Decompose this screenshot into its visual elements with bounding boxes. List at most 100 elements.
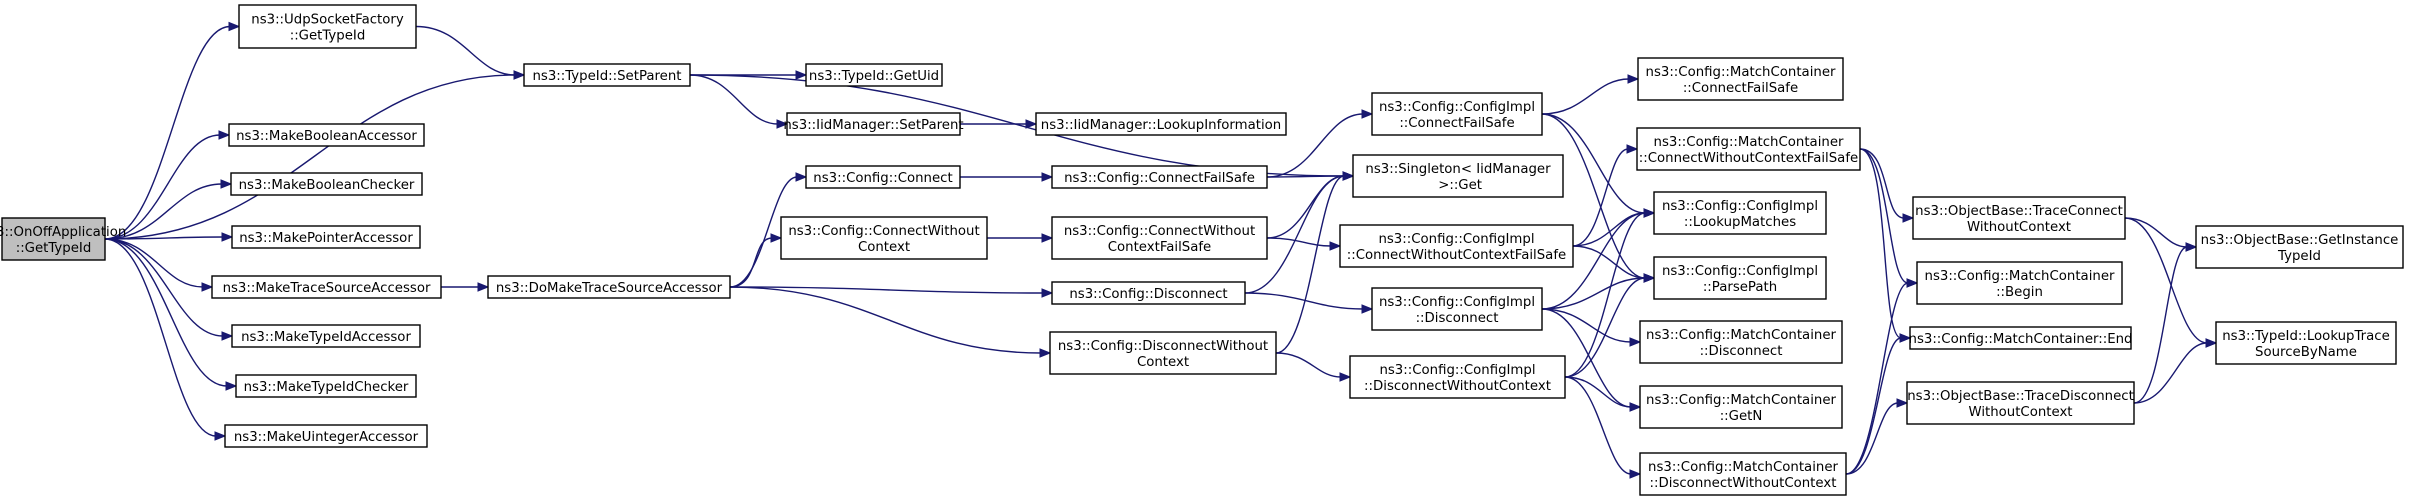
node-mcdiscwo[interactable]: ns3::Config::MatchContainer::DisconnectW… <box>1639 452 1847 496</box>
arrowhead-icon <box>795 70 808 80</box>
node-implconnfs[interactable]: ns3::Config::ConfigImpl::ConnectFailSafe <box>1371 92 1543 136</box>
edge-line <box>2124 217 2188 248</box>
edge-line <box>1266 113 1364 178</box>
node-obtraceconn[interactable]: ns3::ObjectBase::TraceConnectWithoutCont… <box>1912 196 2126 240</box>
node-root[interactable]: ns3::OnOffApplication::GetTypeId <box>0 217 126 261</box>
node-getuid[interactable]: ns3::TypeId::GetUid <box>805 63 943 87</box>
node-box <box>805 165 961 189</box>
node-mcconnfs[interactable]: ns3::Config::MatchContainer::ConnectFail… <box>1637 57 1844 101</box>
arrowhead-icon <box>1039 348 1052 358</box>
node-label: TypeId <box>2277 249 2321 264</box>
edge-line <box>2124 217 2208 344</box>
node-label: ns3::Config::ConfigImpl <box>1379 100 1535 115</box>
node-label: ns3::Singleton< IidManager <box>1365 162 1551 177</box>
node-label: ns3::MakeTypeIdAccessor <box>241 330 411 345</box>
node-mcend[interactable]: ns3::Config::MatchContainer::End <box>1909 326 2133 350</box>
edge-line <box>1572 148 1629 247</box>
edge-line <box>1564 212 1646 378</box>
node-mktidchk[interactable]: ns3::MakeTypeIdChecker <box>235 374 417 398</box>
call-edge-impldiscwo-lookupmatches <box>1564 208 1656 378</box>
arrowhead-icon <box>228 21 241 32</box>
node-connwofs[interactable]: ns3::Config::ConnectWithoutContextFailSa… <box>1051 216 1268 260</box>
node-mkboolacc[interactable]: ns3::MakeBooleanAccessor <box>228 123 425 147</box>
node-label: ns3::Config::ConfigImpl <box>1662 264 1818 279</box>
arrowhead-icon <box>1899 333 1912 343</box>
node-domk[interactable]: ns3::DoMakeTraceSourceAccessor <box>487 275 731 299</box>
edge-line <box>1564 376 1632 475</box>
node-obtracedisc[interactable]: ns3::ObjectBase::TraceDisconnectWithoutC… <box>1906 381 2135 425</box>
node-mkuintacc[interactable]: ns3::MakeUintegerAccessor <box>224 424 428 448</box>
node-box <box>1051 165 1268 189</box>
edge-line <box>415 25 516 76</box>
node-mcgetn[interactable]: ns3::Config::MatchContainer::GetN <box>1639 385 1843 429</box>
arrowhead-icon <box>1643 208 1656 218</box>
edge-line <box>104 74 516 240</box>
node-mkboolchk[interactable]: ns3::MakeBooleanChecker <box>230 172 423 196</box>
node-label: ::ConnectWithoutContextFailSafe <box>1347 248 1566 263</box>
edge-line <box>1541 113 1646 214</box>
arrowhead-icon <box>1629 337 1642 347</box>
node-impldisc[interactable]: ns3::Config::ConfigImpl::Disconnect <box>1371 287 1543 331</box>
node-lookupmatches[interactable]: ns3::Config::ConfigImpl::LookupMatches <box>1653 191 1827 235</box>
edge-line <box>1859 148 1909 284</box>
call-edges <box>104 21 2218 479</box>
arrowhead-icon <box>1643 273 1656 283</box>
node-impldiscwo[interactable]: ns3::Config::ConfigImpl::DisconnectWitho… <box>1349 355 1566 399</box>
node-box <box>523 63 691 87</box>
node-mcbegin[interactable]: ns3::Config::MatchContainer::Begin <box>1916 261 2123 305</box>
node-box <box>1349 355 1566 399</box>
node-label: ::ConnectFailSafe <box>1399 116 1514 131</box>
node-singleton[interactable]: ns3::Singleton< IidManager >::Get <box>1352 154 1564 198</box>
node-label: ns3::TypeId::SetParent <box>532 69 681 84</box>
node-connwo[interactable]: ns3::Config::ConnectWithoutContext <box>780 216 988 260</box>
call-edge-root-udp <box>104 21 241 240</box>
call-edge-impldisc-parsepath <box>1541 273 1656 310</box>
node-lookupinfo[interactable]: ns3::IidManager::LookupInformation <box>1035 112 1287 136</box>
node-box <box>1 217 106 261</box>
node-box <box>1051 281 1246 305</box>
arrowhead-icon <box>1339 372 1352 382</box>
call-edge-root-mkboolchk <box>104 179 233 240</box>
node-label: ::GetN <box>1720 409 1763 424</box>
arrowhead-icon <box>1626 144 1639 154</box>
node-iidsetparent[interactable]: ns3::IidManager::SetParent <box>783 112 964 136</box>
edge-line <box>689 74 779 125</box>
arrowhead-icon <box>221 331 234 341</box>
node-connect[interactable]: ns3::Config::Connect <box>805 165 961 189</box>
node-parsepath[interactable]: ns3::Config::ConfigImpl::ParsePath <box>1653 256 1827 300</box>
arrowhead-icon <box>201 282 214 292</box>
node-disconnect[interactable]: ns3::Config::Disconnect <box>1051 281 1246 305</box>
node-label: ns3::UdpSocketFactory <box>251 13 404 28</box>
arrowhead-icon <box>1361 109 1374 119</box>
arrowhead-icon <box>1041 288 1054 298</box>
edge-line <box>1564 277 1646 378</box>
arrowhead-icon <box>2205 338 2218 348</box>
node-label: ::Disconnect <box>1700 344 1783 359</box>
node-setparent[interactable]: ns3::TypeId::SetParent <box>523 63 691 87</box>
node-mktsacc[interactable]: ns3::MakeTraceSourceAccessor <box>211 275 442 299</box>
call-edge-root-mkboolacc <box>104 130 231 240</box>
node-label: WithoutContext <box>1968 405 2072 420</box>
node-udp[interactable]: ns3::UdpSocketFactory::GetTypeId <box>238 4 417 49</box>
node-mkptracc[interactable]: ns3::MakePointerAccessor <box>231 225 421 249</box>
node-implconnwofs[interactable]: ns3::Config::ConfigImpl::ConnectWithoutC… <box>1339 224 1574 268</box>
node-label: WithoutContext <box>1967 220 2071 235</box>
node-discwo[interactable]: ns3::Config::DisconnectWithoutContext <box>1049 331 1277 375</box>
node-connfs[interactable]: ns3::Config::ConnectFailSafe <box>1051 165 1268 189</box>
node-box <box>1916 261 2123 305</box>
node-box <box>1912 196 2126 240</box>
arrowhead-icon <box>221 232 234 242</box>
call-edge-domk-discwo <box>729 286 1052 358</box>
node-label: ns3::Config::MatchContainer <box>1654 135 1844 150</box>
node-box <box>1637 57 1844 101</box>
node-label: ::ConnectWithoutContextFailSafe <box>1639 151 1858 166</box>
node-mktidacc[interactable]: ns3::MakeTypeIdAccessor <box>231 324 421 348</box>
node-label: ::GetTypeId <box>16 241 92 256</box>
edge-line <box>1541 113 1646 279</box>
node-label: ns3::Config::MatchContainer::End <box>1909 332 2133 347</box>
node-mcdisc[interactable]: ns3::Config::MatchContainer::Disconnect <box>1639 320 1843 364</box>
node-mcconnwofs[interactable]: ns3::Config::MatchContainer::ConnectWith… <box>1636 127 1861 171</box>
arrowhead-icon <box>1025 119 1038 129</box>
